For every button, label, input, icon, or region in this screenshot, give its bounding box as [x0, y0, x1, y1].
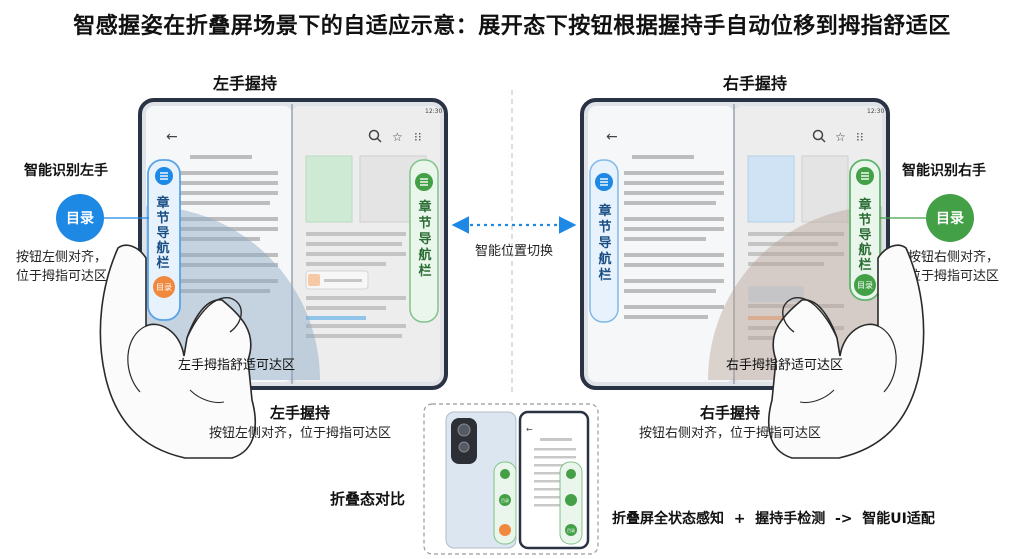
- left-hand: [99, 244, 257, 459]
- right-active-nav-catalog-label: 目录: [857, 281, 873, 290]
- right-back-icon: ←: [606, 129, 618, 145]
- left-text-lines: [180, 155, 278, 293]
- right-search-icon: [812, 129, 824, 141]
- left-hold-top-label: 左手握持: [212, 74, 277, 93]
- left-device: ← ☆ ⁝⁝: [138, 98, 448, 390]
- right-ghost-nav: [589, 159, 619, 323]
- right-thumb-reach-zone: [708, 206, 882, 380]
- left-bottom-title: 左手握持: [269, 404, 330, 422]
- left-detect-heading: 智能识别左手: [24, 163, 108, 179]
- right-active-nav[interactable]: [849, 159, 881, 301]
- right-hold-top-label: 右手握持: [722, 74, 787, 93]
- right-more-icon: ⁝⁝: [856, 130, 864, 144]
- camera-module: [451, 418, 477, 464]
- inset-right-nav-btn-2: [565, 524, 577, 536]
- left-ghost-nav: [409, 159, 439, 323]
- right-image-blue: [747, 155, 795, 223]
- left-active-nav-catalog-label: 目录: [156, 283, 172, 292]
- right-catalog-button[interactable]: [926, 194, 974, 242]
- inset-left-nav-btn: [499, 494, 511, 506]
- inset-left-nav-btn-2: [499, 524, 511, 536]
- right-bottom-note: 按钮右侧对齐，位于拇指可达区: [638, 426, 821, 441]
- left-status-time: 12:30: [425, 108, 442, 115]
- right-bottom-title: 右手握持: [699, 404, 760, 422]
- left-side-note-line1: 按钮左侧对齐，: [16, 250, 108, 265]
- left-search-icon: [368, 129, 380, 141]
- right-side-note-line2: 位于拇指可达区: [908, 269, 1000, 284]
- left-active-nav-catalog-button[interactable]: [153, 276, 175, 298]
- inset-right-nav-btn: [565, 494, 577, 506]
- right-status-time: 12:30: [867, 108, 884, 115]
- right-side-note-line1: 按钮右侧对齐，: [908, 250, 1000, 265]
- left-image-green: [305, 155, 353, 223]
- left-star-icon: ☆: [392, 130, 403, 144]
- right-star-icon: ☆: [835, 130, 846, 144]
- left-side-note: 按钮左侧对齐， 位于拇指可达区: [16, 248, 107, 286]
- right-side-note: 按钮右侧对齐， 位于拇指可达区: [908, 248, 999, 286]
- footer-summary: 折叠屏全状态感知 + 握持手检测 -> 智能UI适配: [612, 511, 935, 527]
- left-active-nav-label: 章节导航栏: [156, 196, 170, 271]
- left-back-icon: ←: [166, 129, 178, 145]
- right-chip: [748, 286, 804, 302]
- left-bottom-note: 按钮左侧对齐，位于拇指可达区: [208, 426, 391, 441]
- inset-back-icon: ←: [526, 425, 533, 434]
- right-detect-heading: 智能识别右手: [902, 163, 986, 179]
- right-ghost-nav-label: 章节导航栏: [598, 204, 612, 283]
- right-catalog-button-label: 目录: [936, 211, 964, 227]
- diagram-title: 智感握姿在折叠屏场景下的自适应示意：展开态下按钮根据握持手自动位移到拇指舒适区: [73, 14, 951, 39]
- left-reach-label: 左手拇指舒适可达区: [178, 358, 296, 373]
- right-hand: [767, 244, 925, 459]
- left-more-icon: ⁝⁝: [414, 130, 422, 144]
- inset-btn-1-label: 目录: [501, 497, 509, 503]
- left-catalog-button[interactable]: [56, 194, 104, 242]
- switch-label: 智能位置切换: [474, 244, 553, 259]
- right-image-gray: [801, 155, 849, 223]
- right-active-nav-catalog-button[interactable]: [854, 274, 876, 296]
- left-side-note-line2: 位于拇指可达区: [16, 269, 108, 284]
- inset-btn-2-label: 目录: [567, 527, 575, 533]
- right-reach-label: 右手拇指舒适可达区: [726, 358, 844, 373]
- right-active-nav-label: 章节导航栏: [858, 198, 872, 273]
- left-catalog-button-label: 目录: [66, 211, 94, 227]
- left-ghost-nav-label: 章节导航栏: [418, 200, 432, 279]
- compare-label: 折叠态对比: [330, 490, 406, 508]
- right-device: ← ☆ ⁝⁝: [580, 98, 890, 390]
